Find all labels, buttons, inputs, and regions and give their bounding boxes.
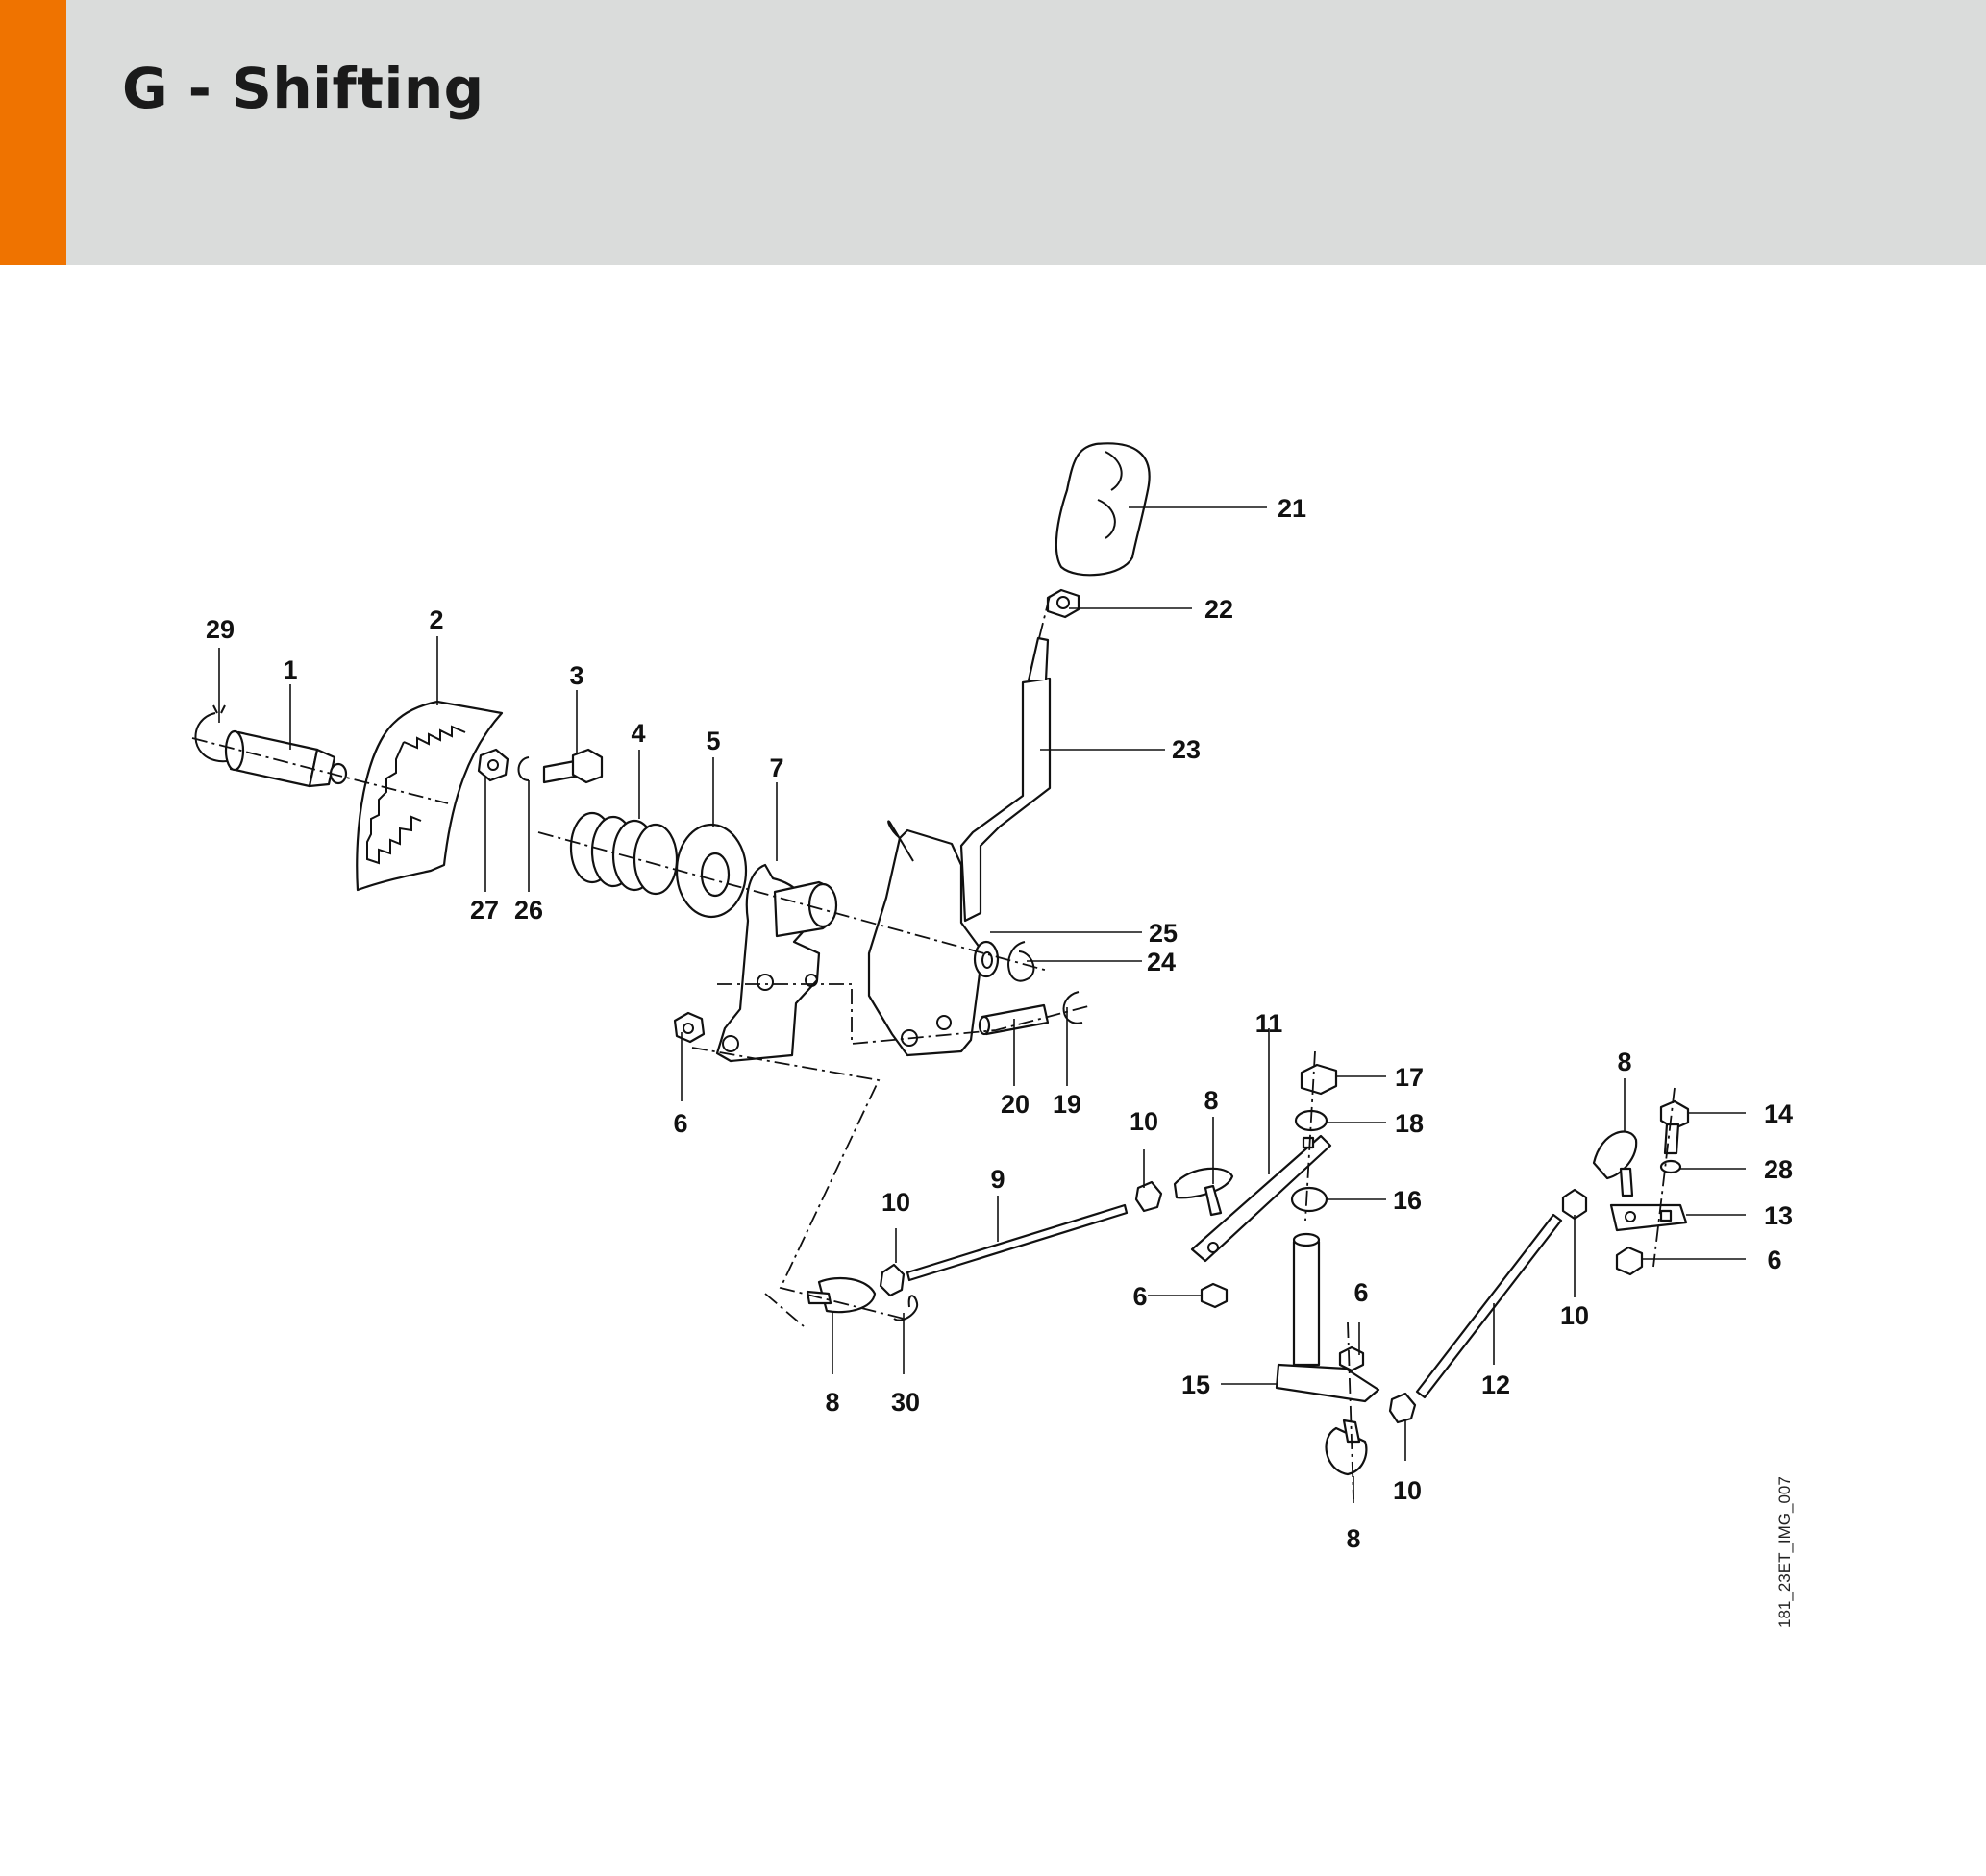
part-2-shift-gate-plate [356,700,504,892]
callout-10-mid: 10 [1130,1107,1158,1136]
header-accent-bar [0,0,66,265]
callout-25: 25 [1149,919,1178,948]
page-header: G - Shifting [0,0,1986,265]
part-30-clip [893,1295,919,1321]
callout-12: 12 [1481,1370,1510,1399]
callout-22: 22 [1204,595,1233,624]
callout-10-left: 10 [881,1188,910,1217]
part-6-nut-mid [1200,1282,1229,1309]
part-6-nut-right [1615,1246,1644,1276]
callout-8-left: 8 [825,1388,839,1417]
part-10-nut-left [879,1263,906,1297]
part-22-nut [1046,588,1080,619]
callout-leaders [218,506,1746,1503]
callout-24: 24 [1147,948,1176,976]
callout-8-right: 8 [1617,1048,1631,1076]
callout-6-mid: 6 [1132,1282,1147,1311]
callout-19: 19 [1053,1090,1081,1119]
callout-2: 2 [429,605,443,634]
callout-29: 29 [206,615,235,644]
callout-18: 18 [1395,1109,1424,1138]
callout-21: 21 [1278,494,1306,523]
callout-17: 17 [1395,1063,1424,1092]
part-5-washer [675,823,748,919]
callout-10-right: 10 [1560,1301,1589,1330]
callout-6: 6 [673,1109,687,1138]
part-1-pin [224,729,348,788]
part-10-nut-right [1561,1188,1588,1221]
callout-15: 15 [1181,1370,1210,1399]
part-15-shaft-arm [1275,1232,1380,1403]
image-reference: 181_23ET_IMG_007 [1775,1476,1794,1628]
callout-26: 26 [514,896,543,925]
part-16-bushing [1290,1186,1328,1213]
part-27-nut [477,748,509,782]
callout-28: 28 [1764,1155,1793,1184]
part-gear-lever-plate [867,820,984,1057]
part-6-nut-lower [1338,1345,1365,1372]
part-3-bolt [542,748,604,784]
callout-5: 5 [706,727,720,755]
part-14-bolt [1659,1099,1690,1155]
part-6-nut [673,1011,706,1044]
part-20-pin [978,1003,1050,1036]
part-10-nut-lower [1388,1392,1417,1424]
part-23-gear-lever [959,636,1052,923]
callout-13: 13 [1764,1201,1793,1230]
callout-8-mid: 8 [1204,1086,1218,1115]
callout-10-lower: 10 [1393,1476,1422,1505]
callout-20: 20 [1001,1090,1030,1119]
part-11-link-plate [1190,1134,1332,1263]
callout-11: 11 [1255,1009,1283,1038]
part-19-clip [1062,991,1083,1024]
callout-3: 3 [569,661,583,690]
part-8-ball-joint-mid [1173,1167,1234,1217]
callout-27: 27 [470,896,499,925]
callout-4: 4 [631,719,645,748]
callout-7: 7 [769,753,783,782]
callout-9: 9 [990,1165,1005,1194]
callout-8-lower: 8 [1346,1524,1360,1553]
callout-23: 23 [1172,735,1201,764]
callout-labels: 29 1 2 3 4 5 7 27 26 21 22 23 25 24 6 20… [206,494,1793,1553]
part-26-clip [517,756,530,781]
part-25-washer [973,940,1000,978]
part-21-handle-grip [1055,442,1151,577]
part-10-nut-mid [1134,1180,1163,1213]
part-8-ball-joint-lower [1325,1419,1368,1476]
callout-16: 16 [1393,1186,1422,1215]
page-title: G - Shifting [122,56,484,121]
part-13-plate [1609,1203,1688,1232]
part-7-shift-bracket [715,863,838,1063]
part-24-clip [1007,941,1035,982]
part-8-ball-joint-right [1592,1130,1638,1197]
callout-6-lower: 6 [1353,1278,1368,1307]
assembly-axes [191,595,1676,1500]
part-4-coil-spring [569,811,679,896]
part-17-nut [1300,1063,1338,1096]
part-8-ball-joint-left [806,1276,877,1314]
part-12-rod [1415,1213,1563,1399]
callout-14: 14 [1764,1099,1793,1128]
callout-6-right: 6 [1767,1246,1781,1274]
part-9-rod [906,1203,1129,1282]
callout-1: 1 [283,655,297,684]
part-28-washer [1659,1159,1682,1174]
callout-30: 30 [891,1388,920,1417]
